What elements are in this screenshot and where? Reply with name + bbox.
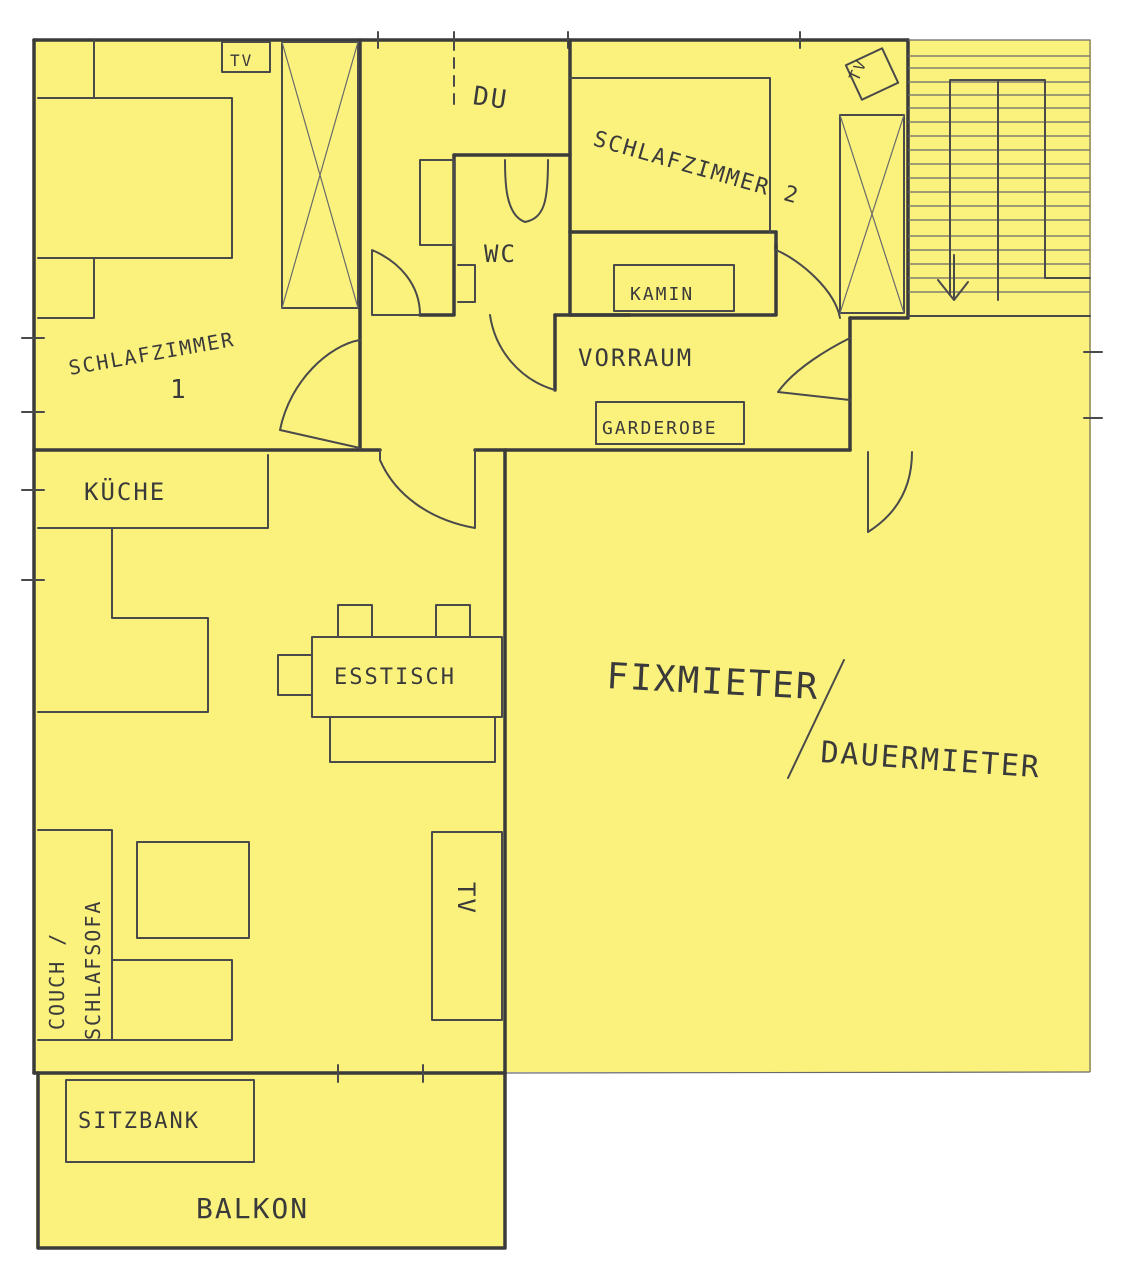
balcony-label: BALKON [196, 1192, 309, 1225]
wardrobe-label: GARDEROBE [602, 418, 718, 439]
tv-living-label: TV [452, 882, 480, 915]
couch-label-line1: COUCH / [45, 932, 69, 1030]
paper-fill [34, 40, 1091, 1248]
bench-label: SITZBANK [78, 1109, 200, 1134]
shower-label: DU [471, 81, 510, 116]
couch-label-line2: SCHLAFSOFA [81, 900, 105, 1040]
door-swing-icon [279, 249, 913, 533]
stair-arrow-icon [937, 254, 969, 301]
hall-label: VORRAUM [578, 344, 693, 372]
fireplace-label: KAMIN [630, 284, 694, 305]
wc-label: WC [484, 240, 517, 268]
bedroom1-furniture [37, 39, 359, 319]
bedroom1-number: 1 [170, 375, 188, 405]
dining-table-label: ESSTISCH [334, 665, 456, 690]
kitchen-furniture [37, 454, 503, 763]
tenant-divider-slash [787, 659, 845, 779]
stairs [907, 55, 1091, 317]
balcony-furniture [65, 1079, 255, 1163]
interior-walls [32, 38, 910, 1075]
living-furniture [37, 829, 503, 1041]
bedroom2-furniture [569, 47, 905, 314]
hall-furniture [595, 401, 745, 445]
kitchen-label: KÜCHE [84, 477, 166, 506]
tv-bedroom1-label: TV [230, 51, 253, 70]
